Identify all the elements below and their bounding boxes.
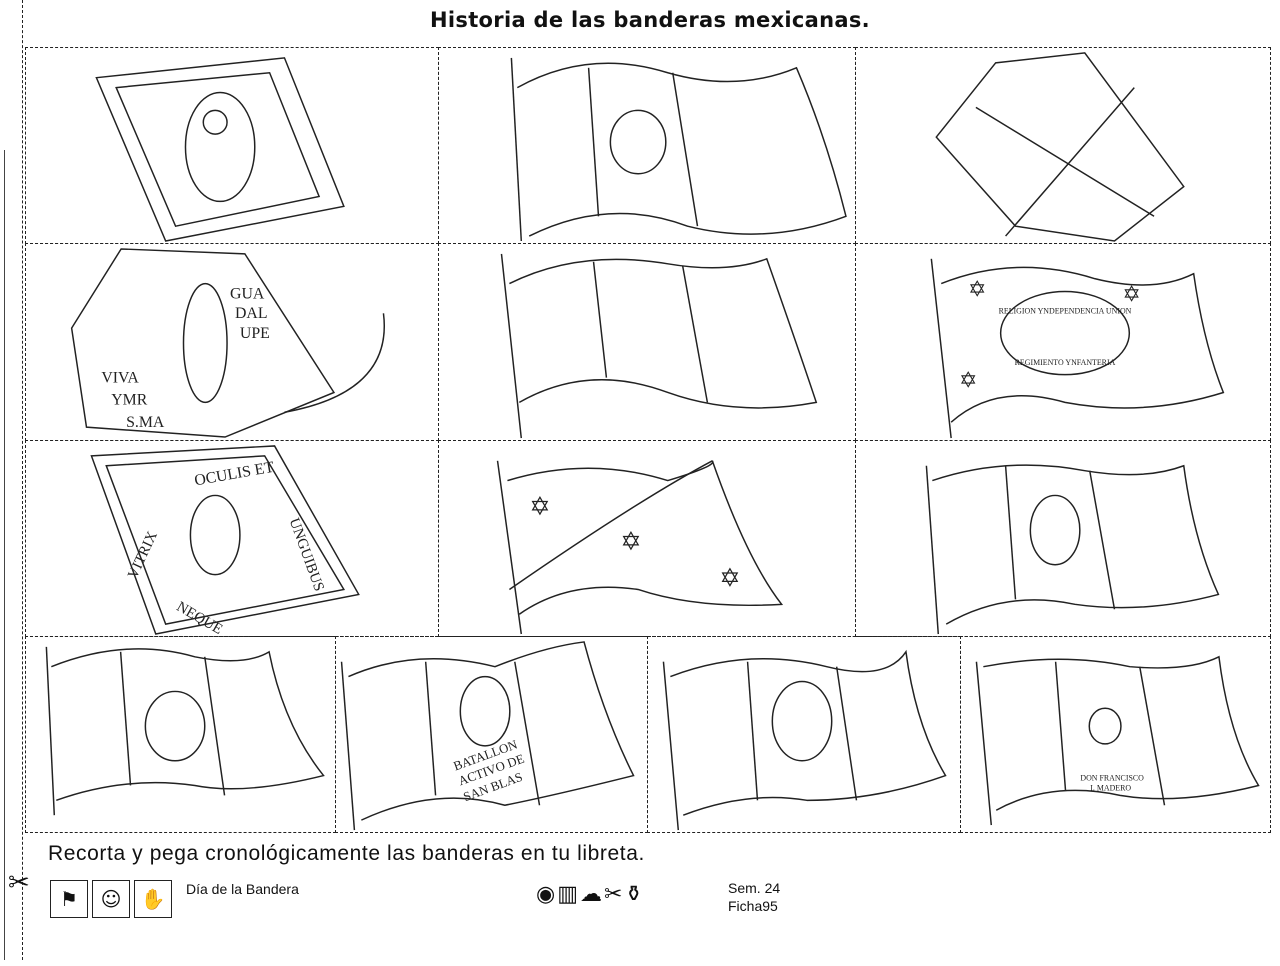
burgundy-cross-drawing — [935, 52, 1185, 242]
subject-label: Día de la Bandera — [186, 881, 299, 897]
star-icon: ✡ — [968, 277, 986, 301]
madero-flag-drawing: DON FRANCISCO I. MADERO — [975, 655, 1260, 826]
activity-icons: ◉▥☁✂⚱ — [536, 882, 645, 907]
flag-card-virgin-banner[interactable] — [25, 47, 439, 244]
regimiento-flag-drawing: ✡ ✡ ✡ RELIGION YNDEPENDENCIA UNION REGIM… — [930, 258, 1225, 439]
flag-card-eagle-1[interactable] — [438, 47, 856, 244]
glue-icon: ⚱ — [624, 882, 645, 907]
flag-card-imperial-eagle[interactable] — [855, 440, 1271, 637]
oculis-bottom-text: NEQUE — [174, 599, 226, 636]
thought-icon: ☁ — [580, 882, 604, 907]
madero-text-2: I. MADERO — [1090, 783, 1131, 792]
sheet-info: Sem. 24 Ficha95 — [728, 879, 780, 915]
flag-card-batallon[interactable]: BATALLON ACTIVO DE SAN BLAS — [335, 636, 648, 833]
page-title: Historia de las banderas mexicanas. — [430, 8, 870, 32]
eagle-flag-drawing — [510, 57, 847, 242]
guadalupe-text-3: UPE — [240, 325, 270, 342]
eagle-flag-2-drawing — [45, 646, 325, 816]
hand-icon: ✋ — [134, 880, 172, 918]
guadalupe-text-1: GUA — [230, 285, 265, 302]
guadalupe-text-5: YMR — [111, 391, 148, 408]
guadalupe-text-6: S.MA — [126, 414, 165, 431]
flag-icon: ⚑ — [50, 880, 88, 918]
flag-card-tricolor-plain[interactable] — [438, 243, 856, 441]
flag-card-oculis[interactable]: OCULIS ET VITRIX UNGUIBUS NEQUE — [25, 440, 439, 637]
oculis-left-text: VITRIX — [125, 529, 161, 582]
flag-card-madero[interactable]: DON FRANCISCO I. MADERO — [960, 636, 1271, 833]
eagle-flag-3-drawing — [662, 649, 947, 831]
batallon-flag-drawing: BATALLON ACTIVO DE SAN BLAS — [340, 641, 635, 831]
tricolor-flag-drawing — [500, 253, 818, 439]
margin-line — [4, 150, 5, 960]
star-icon: ✡ — [1122, 282, 1140, 306]
flag-card-burgundy-cross[interactable] — [855, 47, 1271, 244]
flag-card-eagle-2[interactable] — [25, 636, 336, 833]
week-label: Sem. 24 — [728, 880, 781, 896]
madero-text-1: DON FRANCISCO — [1080, 774, 1144, 783]
imperial-eagle-flag-drawing — [925, 464, 1220, 635]
sheet-label: Ficha95 — [728, 898, 778, 914]
regimiento-bottom-text: REGIMIENTO YNFANTERIA — [1015, 358, 1116, 367]
guadalupe-text-4: VIVA — [101, 370, 139, 387]
star-icon: ✡ — [719, 564, 741, 593]
star-icon: ✡ — [620, 527, 642, 556]
instructions: Recorta y pega cronológicamente las band… — [48, 842, 645, 865]
flag-card-eagle-3[interactable] — [647, 636, 961, 833]
scissors-icon: ✂ — [8, 868, 30, 898]
guadalupe-text-2: DAL — [235, 305, 268, 322]
regimiento-top-text: RELIGION YNDEPENDENCIA UNION — [999, 306, 1132, 315]
eye-icon: ◉ — [536, 882, 558, 907]
oculis-top-text: OCULIS ET — [193, 459, 276, 490]
footer-icon-boxes: ⚑ ☺ ✋ — [50, 880, 172, 918]
flag-card-guadalupe[interactable]: GUA DAL UPE VIVA YMR S.MA — [25, 243, 439, 441]
person-icon: ☺ — [92, 880, 130, 918]
star-icon: ✡ — [959, 369, 977, 393]
flag-card-regimiento[interactable]: ✡ ✡ ✡ RELIGION YNDEPENDENCIA UNION REGIM… — [855, 243, 1271, 441]
guadalupe-banner-drawing: GUA DAL UPE VIVA YMR S.MA — [70, 248, 386, 438]
flag-card-three-stars[interactable]: ✡ ✡ ✡ — [438, 440, 856, 637]
star-icon: ✡ — [529, 492, 551, 521]
cut-line — [22, 0, 23, 960]
scissors-icon: ✂ — [604, 882, 625, 907]
three-stars-flag-drawing: ✡ ✡ ✡ — [496, 460, 784, 635]
book-icon: ▥ — [557, 882, 580, 907]
oculis-banner-drawing: OCULIS ET VITRIX UNGUIBUS NEQUE — [90, 445, 360, 636]
virgin-banner-drawing — [95, 57, 345, 242]
